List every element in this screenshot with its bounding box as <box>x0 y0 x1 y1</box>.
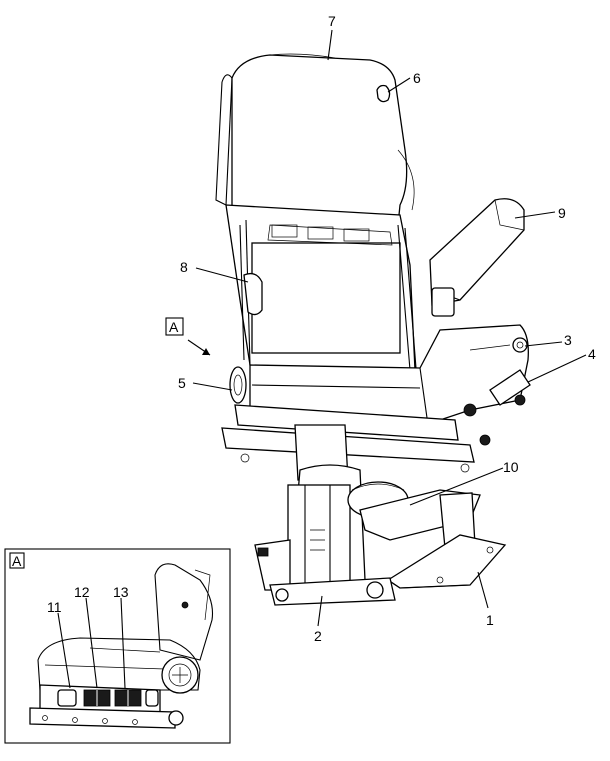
view-a-indicator: A <box>165 317 211 356</box>
adjustment-knob <box>512 337 528 353</box>
view-a-label: A <box>169 319 179 335</box>
lower-mechanism <box>254 539 396 606</box>
seat-cushion <box>229 324 531 426</box>
callout-7: 7 <box>328 13 336 29</box>
callout-11: 11 <box>47 599 62 615</box>
seat-assembly <box>215 53 531 606</box>
inset-label: A <box>12 553 22 569</box>
armrest <box>429 198 525 317</box>
fore-aft-lever <box>359 489 481 549</box>
callout-3: 3 <box>564 332 572 348</box>
backrest-handle-slot <box>376 84 391 103</box>
callout-6: 6 <box>413 70 421 86</box>
callout-5: 5 <box>178 375 186 391</box>
lumbar-knob <box>229 366 247 404</box>
leader-lines <box>192 29 587 627</box>
callout-2: 2 <box>314 628 322 644</box>
callout-13: 13 <box>113 584 129 600</box>
callout-8: 8 <box>180 259 188 275</box>
callout-9: 9 <box>558 205 566 221</box>
callout-1: 1 <box>486 612 494 628</box>
seat-rails <box>221 403 491 473</box>
base-plate <box>386 534 507 589</box>
side-lever <box>243 272 263 316</box>
callout-4: 4 <box>588 346 596 362</box>
side-adjust-lever <box>489 369 531 406</box>
back-frame <box>225 204 417 371</box>
backrest <box>215 53 415 256</box>
inset-view-a: A 11 12 13 <box>4 548 231 744</box>
callout-12: 12 <box>74 584 90 600</box>
callout-10: 10 <box>503 459 519 475</box>
switch-11 <box>57 689 77 707</box>
